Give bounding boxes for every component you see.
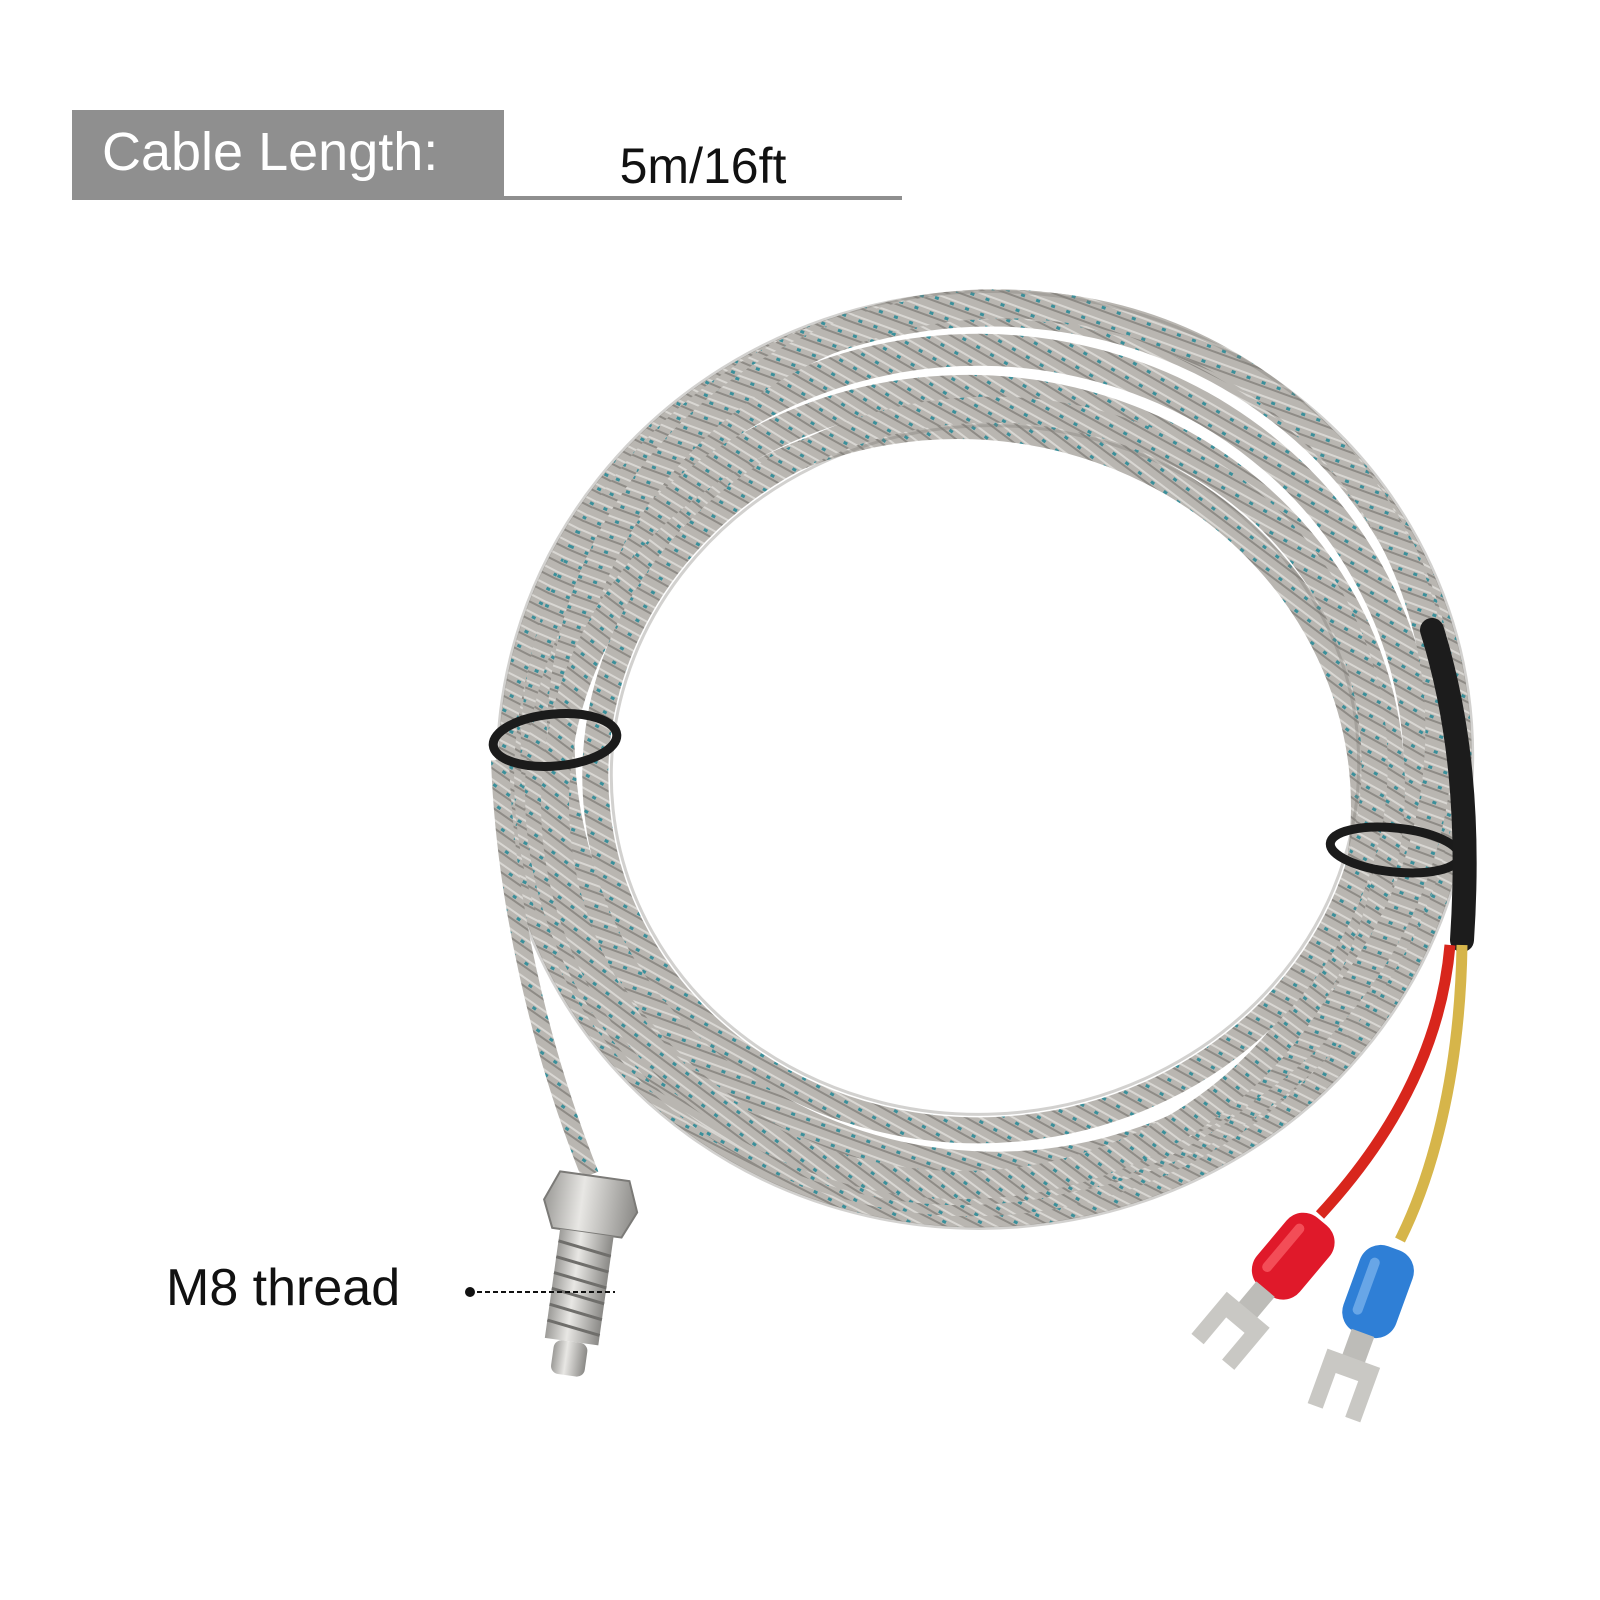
- cable-length-spec: Cable Length: 5m/16ft: [72, 110, 902, 200]
- probe-cable: [491, 759, 599, 1179]
- spec-value: 5m/16ft: [619, 138, 787, 194]
- blue-spade-terminal: [1307, 1244, 1414, 1423]
- thread-callout-label: M8 thread: [166, 1259, 401, 1317]
- spec-underline: [504, 196, 902, 200]
- red-spade-terminal: [1191, 1212, 1335, 1370]
- m8-threaded-probe: [543, 1170, 639, 1377]
- thread-callout-leader: [465, 1287, 615, 1297]
- yellow-lead-wire: [1395, 944, 1468, 1243]
- red-lead-wire: [1315, 944, 1456, 1219]
- cable-ties: [488, 709, 1465, 878]
- spec-label: Cable Length:: [72, 110, 504, 200]
- heat-shrink-sleeve: [1420, 618, 1477, 952]
